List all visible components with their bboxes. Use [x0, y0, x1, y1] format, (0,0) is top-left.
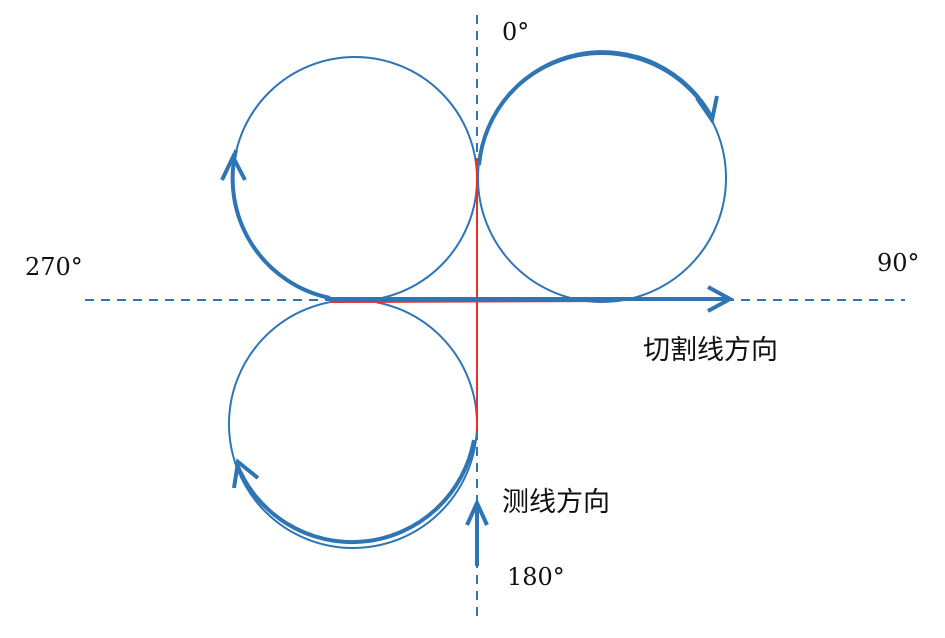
lower-left-loop	[228, 299, 478, 549]
upper-left-loop-arrowhead-icon	[220, 152, 247, 181]
label-180-degrees: 180°	[507, 563, 565, 591]
label-0-degrees: 0°	[502, 18, 530, 46]
cutting-direction-arrowhead-icon	[707, 285, 735, 313]
lower-left-loop-bold-arc	[234, 439, 476, 545]
upper-right-loop-arrowhead-icon	[695, 95, 719, 126]
lower-left-loop-arrowhead-icon	[232, 458, 260, 489]
upper-right-loop	[477, 53, 727, 303]
label-survey-line-direction: 测线方向	[502, 487, 610, 518]
red-horizontal-segment	[329, 300, 619, 303]
upper-right-loop-bold-arc	[477, 50, 714, 166]
label-90-degrees: 90°	[877, 249, 920, 277]
upper-left-loop-bold-arc	[230, 149, 331, 300]
label-270-degrees: 270°	[25, 253, 83, 281]
label-cutting-line-direction: 切割线方向	[643, 335, 778, 366]
survey-direction-arrowhead-icon	[465, 498, 489, 526]
